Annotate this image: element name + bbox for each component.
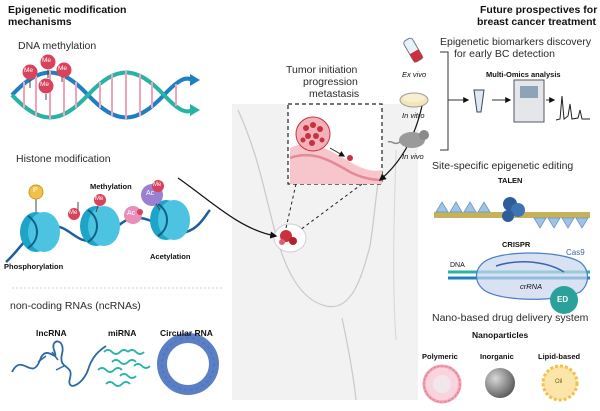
multi-omics-label: Multi-Omics analysis [486,70,561,79]
tumor-site [273,223,307,253]
dna-methylation-helix [10,70,200,120]
center-line1: Tumor initiation [286,64,358,76]
me-label-4: Me [40,81,50,88]
right-header-line2: breast cancer treatment [477,16,597,28]
talen-label: TALEN [498,176,523,185]
mirna-shapes [97,349,151,387]
ed-label: ED [557,295,569,304]
me-label-2: Me [42,57,52,64]
nucleosomes [20,200,190,252]
lipid-based-label: Lipid-based [538,352,581,361]
biomarkers-line2: for early BC detection [454,48,555,60]
lncrna-label: lncRNA [36,328,67,338]
biomarkers-line1: Epigenetic biomarkers discovery [440,36,592,48]
center-line3: metastasis [309,88,360,100]
center-line2: progression [303,76,358,88]
in-vivo-mouse [387,130,429,148]
oil-label: Oil [555,379,563,385]
mirna-label: miRNA [108,328,137,338]
in-vitro-label: In vitro [402,111,425,120]
in-vitro-dish [399,92,429,108]
histone-marks [28,180,164,224]
bracket-arrow [440,51,470,151]
zoom-box [285,103,383,231]
me-label-3: Me [58,65,68,72]
in-vivo-label: In vivo [402,152,424,161]
cas9-label: Cas9 [566,248,585,257]
crispr-complex [448,252,590,314]
left-header-line2: mechanisms [8,16,72,28]
acetylation-label: Acetylation [150,252,191,261]
site-specific-label: Site-specific epigenetic editing [432,160,574,172]
histone-modification-label: Histone modification [16,153,111,165]
lipid-np [541,364,579,402]
left-header-line1: Epigenetic modification [8,4,127,16]
arrow-left-to-tumor [177,177,278,239]
nano-delivery-label: Nano-based drug delivery system [432,312,589,324]
inorganic-np [485,368,515,398]
circular-rna-label: Circular RNA [160,328,213,338]
me-label-h1: Me [69,210,78,216]
dna-label: DNA [450,262,465,269]
right-header-line1: Future prospectives for [480,4,598,16]
nanoparticles-label: Nanoparticles [472,330,529,340]
lncrna-shape [11,340,107,387]
talen-dna [434,197,590,229]
multi-omics-instruments [473,79,590,123]
methyl-groups-dna [22,54,72,100]
ex-vivo-label: Ex vivo [402,70,427,79]
circular-rna-shape [157,333,219,395]
crispr-label: CRISPR [502,240,531,249]
ex-vivo-tube [403,37,424,63]
ac-label-2: Ac [127,210,136,217]
me-label-1: Me [24,67,34,74]
methylation-label: Methylation [90,182,132,191]
polymeric-np [422,364,462,404]
ncrna-label: non-coding RNAs (ncRNAs) [10,300,141,312]
inorganic-label: Inorganic [480,352,514,361]
phosphorylation-label: Phosphorylation [4,262,64,271]
me-label-h2: Me [95,196,104,202]
dna-methylation-label: DNA methylation [18,40,97,52]
me-label-h3: Me [153,182,162,188]
p-label: P [33,187,38,194]
crrna-label: crRNA [520,282,543,291]
ac-label-1: Ac [146,190,155,197]
polymeric-label: Polymeric [422,352,458,361]
